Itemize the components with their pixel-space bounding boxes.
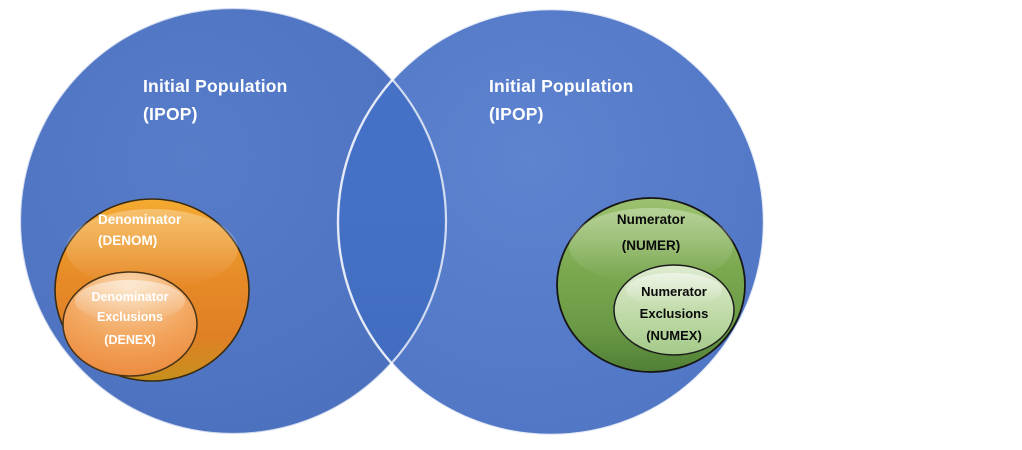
numerator-exclusions-line2: Exclusions xyxy=(639,306,709,321)
denominator-label-abbr: (DENOM) xyxy=(98,233,158,248)
numerator-label-name: Numerator xyxy=(616,212,686,227)
denominator-label-name: Denominator xyxy=(98,212,182,227)
denominator-label: Denominator (DENOM) xyxy=(98,209,181,251)
denominator-exclusions-line1: Denominator xyxy=(91,290,169,304)
numerator-exclusions-line1: Numerator xyxy=(641,284,707,299)
denominator-exclusions-gloss-highlight xyxy=(75,280,185,322)
denominator-exclusions-line2: Exclusions xyxy=(97,310,163,324)
right-ipop-label: Initial Population (IPOP) xyxy=(489,72,634,128)
denominator-exclusions-abbr: (DENEX) xyxy=(104,333,156,347)
left-ipop-label-abbr: (IPOP) xyxy=(143,104,198,124)
numerator-gloss-highlight xyxy=(569,208,733,284)
numerator-exclusions-gloss-highlight xyxy=(626,273,722,307)
numerator-exclusions-label: Numerator Exclusions (NUMEX) xyxy=(596,281,752,347)
right-circle-edge-highlight xyxy=(336,7,766,437)
right-ipop-label-name: Initial Population xyxy=(489,76,634,96)
right-ipop-label-abbr: (IPOP) xyxy=(489,104,544,124)
left-ipop-label: Initial Population (IPOP) xyxy=(143,72,288,128)
left-ipop-label-name: Initial Population xyxy=(143,76,288,96)
denominator-exclusions-label: Denominator Exclusions (DENEX) xyxy=(55,287,205,350)
numerator-label: Numerator (NUMER) xyxy=(571,207,731,259)
left-circle-edge-highlight xyxy=(18,6,448,436)
numerator-label-abbr: (NUMER) xyxy=(621,238,681,253)
numerator-exclusions-abbr: (NUMEX) xyxy=(646,328,702,343)
denominator-gloss-highlight xyxy=(66,209,238,289)
